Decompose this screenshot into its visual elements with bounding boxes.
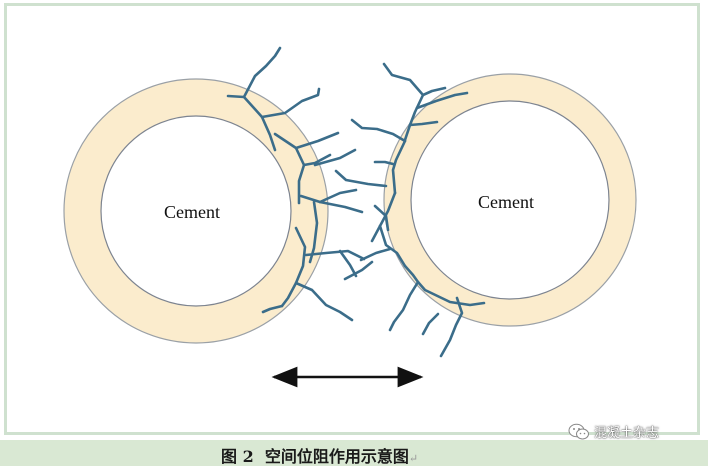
right-cement-core <box>410 100 610 300</box>
watermark-text: 混凝土杂志 <box>594 426 660 441</box>
left-polymer-chains <box>226 46 366 322</box>
steric-hindrance-diagram: Cement Cement <box>63 46 637 388</box>
figure-number: 图 2 <box>221 447 254 466</box>
figure-title: 空间位阻作用示意图 <box>264 447 409 466</box>
right-particle: Cement <box>383 73 637 327</box>
wechat-icon <box>568 423 589 439</box>
watermark: 混凝土杂志 <box>568 422 659 441</box>
figure-caption: 图 2 空间位阻作用示意图↵ <box>221 443 418 466</box>
right-cement-label: Cement <box>478 192 534 212</box>
left-cement-core <box>100 115 292 307</box>
caption-bar: 图 2 空间位阻作用示意图↵ <box>0 440 708 466</box>
right-polymer-chains <box>334 62 486 358</box>
left-cement-label: Cement <box>164 202 220 222</box>
left-particle: Cement <box>63 78 329 344</box>
return-mark: ↵ <box>408 452 419 465</box>
